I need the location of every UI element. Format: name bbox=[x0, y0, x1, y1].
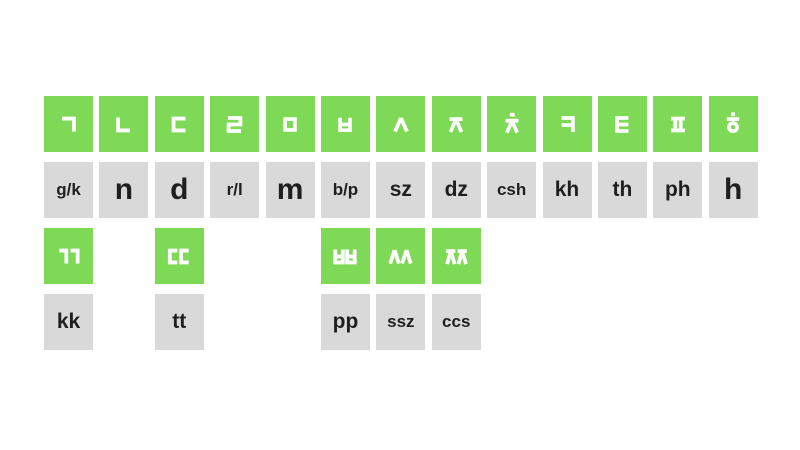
roman-tile-jieut: dz bbox=[431, 162, 481, 218]
hangul-giyeok-icon bbox=[62, 116, 76, 132]
jamo-tile-bieup bbox=[320, 96, 370, 152]
romanization-label: ph bbox=[664, 178, 691, 201]
jamo-tile-ssang-digeut bbox=[154, 228, 204, 284]
jamo-tile-jieut bbox=[431, 96, 481, 152]
roman-tile-hieut: h bbox=[708, 162, 758, 218]
roman-tile-pieup: ph bbox=[653, 162, 703, 218]
romanization-label: pp bbox=[332, 310, 359, 333]
romanization-label: kk bbox=[56, 310, 81, 333]
roman-tile-siot: sz bbox=[376, 162, 426, 218]
hangul-digeut-icon bbox=[171, 116, 186, 132]
hangul-siot-icon bbox=[393, 116, 409, 132]
hangul-jieut-icon bbox=[449, 116, 464, 133]
jamo-tile-ssang-siot bbox=[376, 228, 426, 284]
hangul-ssang-giyeok-icon bbox=[58, 248, 80, 264]
jamo-tile-rieul bbox=[210, 96, 260, 152]
jamo-tile-ssang-jieut bbox=[431, 228, 481, 284]
roman-tile-mieum: m bbox=[265, 162, 315, 218]
hangul-rieul-icon bbox=[226, 115, 243, 133]
roman-tile-ssang-jieut: ccs bbox=[431, 294, 481, 350]
romanization-label: g/k bbox=[56, 180, 81, 199]
jamo-tile-chieut bbox=[487, 96, 537, 152]
romanization-label: b/p bbox=[332, 180, 359, 199]
romanization-label: h bbox=[724, 173, 743, 206]
roman-tile-ssang-bieup: pp bbox=[320, 294, 370, 350]
roman-tile-kieuk: kh bbox=[542, 162, 592, 218]
roman-tile-digeut: d bbox=[154, 162, 204, 218]
roman-tile-chieut: csh bbox=[487, 162, 537, 218]
romanization-label: ssz bbox=[387, 312, 415, 331]
hangul-chieut-icon bbox=[504, 112, 519, 133]
jamo-tile-mieum bbox=[265, 96, 315, 152]
roman-tile-bieup: b/p bbox=[320, 162, 370, 218]
jamo-tile-pieup bbox=[653, 96, 703, 152]
hangul-pieup-icon bbox=[670, 116, 685, 132]
hangul-ssang-siot-icon bbox=[388, 248, 413, 264]
romanization-label: sz bbox=[389, 178, 412, 201]
hangul-ssang-jieut-icon bbox=[444, 248, 468, 265]
romanization-label: m bbox=[276, 173, 304, 206]
roman-tile-rieul: r/l bbox=[210, 162, 260, 218]
romanization-label: csh bbox=[496, 180, 527, 199]
jamo-tile-digeut bbox=[154, 96, 204, 152]
hangul-ssang-digeut-icon bbox=[168, 248, 190, 264]
hangul-bieup-icon bbox=[338, 117, 353, 132]
jamo-tile-ssang-bieup bbox=[320, 228, 370, 284]
hangul-nieun-icon bbox=[116, 116, 131, 132]
romanization-label: dz bbox=[444, 178, 468, 201]
jamo-tile-kieuk bbox=[542, 96, 592, 152]
hangul-tieut-icon bbox=[615, 115, 629, 133]
roman-tile-nieun: n bbox=[99, 162, 149, 218]
romanization-label: ccs bbox=[442, 312, 471, 331]
roman-tile-tieut: th bbox=[597, 162, 647, 218]
jamo-tile-tieut bbox=[597, 96, 647, 152]
romanization-label: r/l bbox=[226, 180, 243, 199]
jamo-tile-siot bbox=[376, 96, 426, 152]
roman-tile-ssang-giyeok: kk bbox=[44, 294, 93, 350]
jamo-tile-giyeok bbox=[44, 96, 93, 152]
roman-tile-ssang-siot: ssz bbox=[376, 294, 426, 350]
romanization-label: kh bbox=[554, 178, 580, 201]
hangul-ssang-bieup-icon bbox=[333, 248, 358, 264]
romanization-label: tt bbox=[172, 310, 187, 333]
roman-tile-ssang-digeut: tt bbox=[154, 294, 204, 350]
roman-tile-giyeok: g/k bbox=[44, 162, 93, 218]
consonant-grid: g/k n d r/l m b/p sz dz csh kh th ph h kk tt pp ssz ccs bbox=[44, 96, 758, 350]
hangul-hieut-icon bbox=[726, 111, 740, 133]
jamo-tile-ssang-giyeok bbox=[44, 228, 93, 284]
hangul-mieum-icon bbox=[283, 116, 297, 132]
romanization-label: th bbox=[612, 178, 633, 201]
romanization-label: n bbox=[114, 173, 134, 206]
hangul-kieuk-icon bbox=[561, 115, 575, 132]
jamo-tile-hieut bbox=[708, 96, 758, 152]
jamo-tile-nieun bbox=[99, 96, 149, 152]
romanization-label: d bbox=[170, 173, 189, 206]
